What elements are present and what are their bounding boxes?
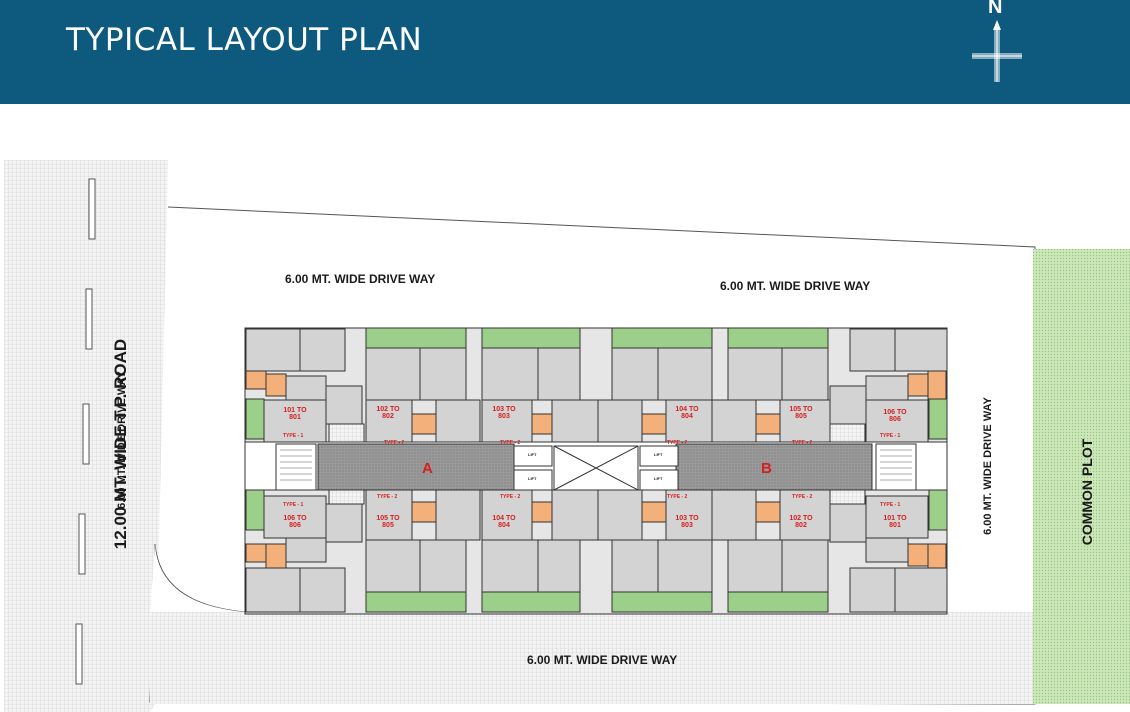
type-label: TYPE - 1	[283, 433, 304, 439]
unit-label: 103 TO 803	[675, 515, 699, 529]
type-label: TYPE - 1	[880, 433, 901, 439]
type-label: TYPE - 2	[384, 440, 405, 446]
north-arrow-icon: N	[966, 0, 1026, 90]
unit-label: 106 TO 806	[283, 515, 307, 529]
driveway-label-right: 6.00 MT. WIDE DRIVE WAY	[982, 397, 994, 535]
unit-label: 103 TO 803	[492, 406, 516, 420]
wing-a-label: A	[422, 460, 433, 477]
lift-label: LIFT	[654, 452, 663, 457]
type-label: TYPE - 2	[500, 440, 521, 446]
bottom-driveway	[150, 612, 1033, 704]
unit-label: 101 TO 801	[283, 407, 307, 421]
unit-label: 104 TO 804	[492, 515, 516, 529]
unit-label: 102 TO 802	[376, 406, 400, 420]
site-plan-drawing	[4, 160, 1130, 712]
lift-label: LIFT	[528, 452, 537, 457]
unit-label: 105 TO 805	[376, 515, 400, 529]
wing-b-label: B	[761, 460, 772, 477]
lift-label: LIFT	[528, 476, 537, 481]
unit-label: 104 TO 804	[675, 406, 699, 420]
site-plan: 6.00 MT. WIDE DRIVE WAY 6.00 MT. WIDE DR…	[0, 104, 1130, 712]
type-label: TYPE - 2	[667, 494, 688, 500]
common-plot	[1033, 249, 1130, 704]
unit-label: 102 TO 802	[789, 515, 813, 529]
road-label: 12.00 MT. WIDE T.P. ROAD	[111, 338, 130, 550]
type-label: TYPE - 2	[792, 494, 813, 500]
driveway-label-bottom: 6.00 MT. WIDE DRIVE WAY	[527, 653, 678, 667]
driveway-label-top-right: 6.00 MT. WIDE DRIVE WAY	[720, 279, 871, 293]
unit-label: 101 TO 801	[883, 515, 907, 529]
type-label: TYPE - 1	[283, 502, 304, 508]
header-bar: TYPICAL LAYOUT PLAN N	[0, 0, 1130, 104]
type-label: TYPE - 2	[500, 494, 521, 500]
lift-label: LIFT	[654, 476, 663, 481]
unit-label: 106 TO 806	[883, 409, 907, 423]
north-label: N	[988, 0, 1003, 18]
type-label: TYPE - 1	[880, 502, 901, 508]
type-label: TYPE - 2	[667, 440, 688, 446]
unit-label: 105 TO 805	[789, 406, 813, 420]
driveway-label-top-left: 6.00 MT. WIDE DRIVE WAY	[285, 272, 436, 286]
type-label: TYPE - 2	[377, 494, 398, 500]
page-title: TYPICAL LAYOUT PLAN	[66, 22, 423, 58]
common-plot-label: COMMON PLOT	[1079, 438, 1095, 546]
type-label: TYPE - 2	[792, 440, 813, 446]
